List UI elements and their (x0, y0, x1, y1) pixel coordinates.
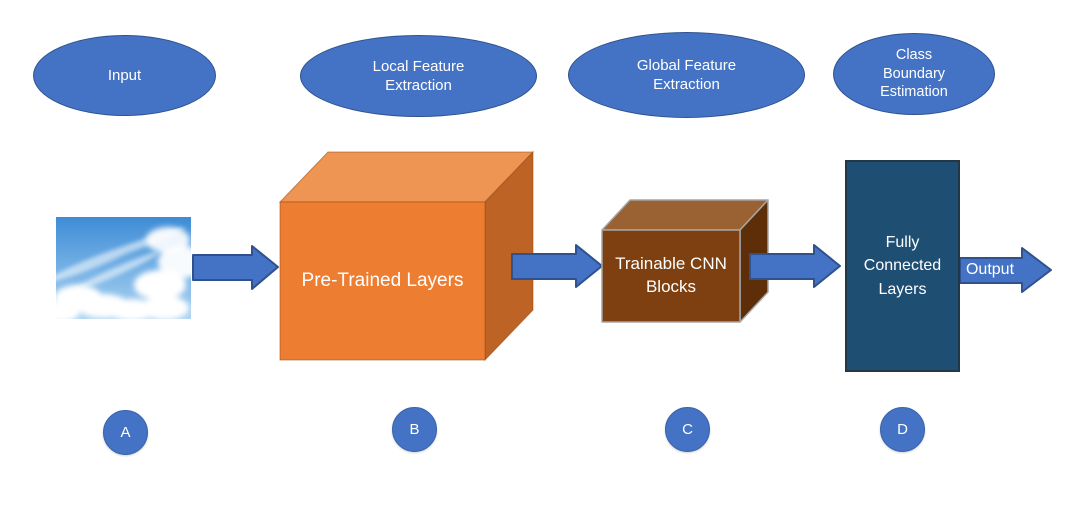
stage-label: Class Boundary Estimation (880, 46, 948, 101)
stage-label: Local Feature Extraction (372, 57, 465, 95)
trainable-box-3d (601, 199, 769, 323)
badge-c: C (665, 407, 710, 452)
stage-ellipse-local-feature: Local Feature Extraction (300, 35, 537, 117)
arrow-trainable-to-fc (749, 244, 841, 288)
stage-ellipse-class-boundary: Class Boundary Estimation (833, 33, 995, 115)
fully-connected-label: Fully Connected Layers (863, 234, 942, 298)
fully-connected-box: Fully Connected Layers (845, 160, 960, 372)
stage-label: Input (107, 66, 142, 84)
stage-label: Global Feature Extraction (636, 56, 737, 94)
stage-ellipse-input: Input (33, 35, 216, 116)
badge-a: A (103, 410, 148, 455)
pretrained-box-3d (278, 150, 535, 362)
badge-d: D (880, 407, 925, 452)
input-sky-image (56, 217, 191, 319)
arrow-pretrained-to-trainable (511, 244, 603, 288)
arrow-output (959, 247, 1052, 293)
arrow-input-to-pretrained (192, 245, 279, 290)
badge-b: B (392, 407, 437, 452)
stage-ellipse-global-feature: Global Feature Extraction (568, 32, 805, 118)
